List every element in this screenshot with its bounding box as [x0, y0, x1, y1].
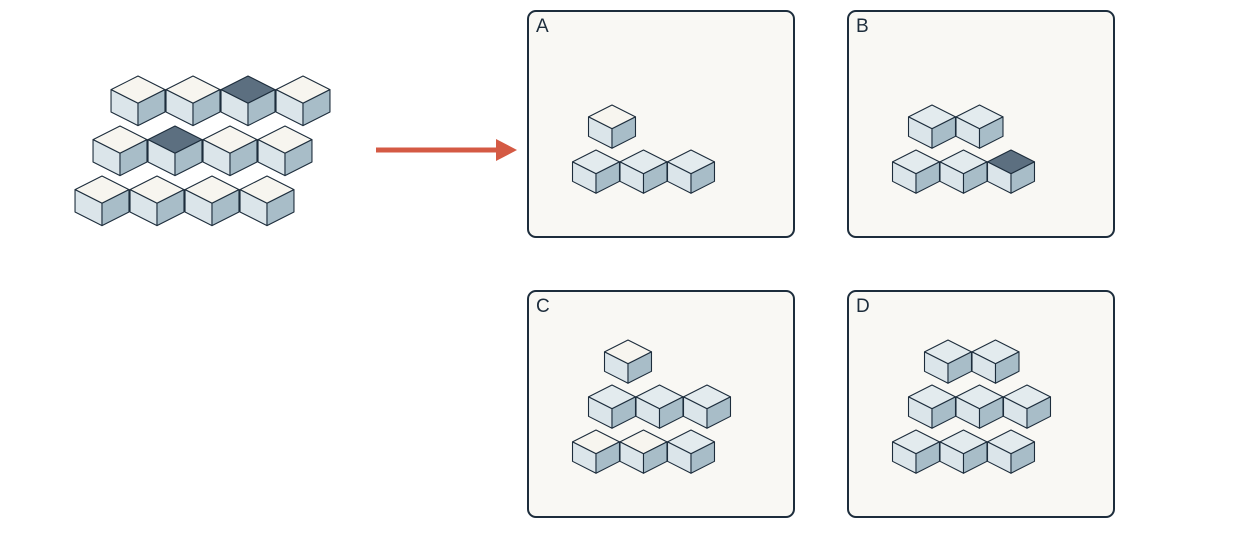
source-cube — [239, 175, 295, 227]
option-cube — [955, 384, 1004, 429]
option-cube — [571, 429, 621, 474]
option-cubes — [891, 104, 1036, 194]
option-cube — [986, 149, 1036, 194]
option-panel-d[interactable]: D — [847, 290, 1115, 518]
source-cube — [92, 125, 148, 177]
option-cube — [666, 149, 716, 194]
option-cube — [986, 429, 1036, 474]
option-cube — [923, 339, 973, 384]
option-cube — [907, 104, 957, 149]
source-cube-arrangement — [74, 75, 331, 227]
option-cubes — [571, 339, 732, 474]
option-cubes — [571, 104, 716, 194]
option-cube — [939, 429, 988, 474]
option-cube — [971, 339, 1020, 384]
source-cube — [110, 75, 166, 127]
option-cube — [682, 384, 732, 429]
option-cube — [891, 429, 941, 474]
option-cube — [635, 384, 684, 429]
source-cube — [129, 175, 185, 227]
source-cube — [147, 125, 203, 177]
option-cube — [955, 104, 1004, 149]
option-label: A — [536, 16, 549, 37]
source-cube — [184, 175, 240, 227]
option-panel-b[interactable]: B — [847, 10, 1115, 238]
source-cube — [257, 125, 313, 177]
source-cube — [74, 175, 130, 227]
option-label: D — [856, 296, 870, 317]
option-cubes — [891, 339, 1052, 474]
option-cube — [907, 384, 957, 429]
source-cube — [165, 75, 221, 127]
option-cube — [939, 149, 988, 194]
option-panel-a[interactable]: A — [527, 10, 795, 238]
transform-arrow-icon — [376, 139, 517, 161]
option-cube — [571, 149, 621, 194]
source-cube — [275, 75, 331, 127]
option-cube — [587, 384, 637, 429]
option-cube — [603, 339, 653, 384]
option-cube — [587, 104, 637, 149]
option-cube — [1002, 384, 1052, 429]
option-label: B — [856, 16, 869, 37]
option-cube — [619, 149, 668, 194]
source-cube — [220, 75, 276, 127]
option-cube — [619, 429, 668, 474]
option-cube — [666, 429, 716, 474]
source-cube — [202, 125, 258, 177]
option-label: C — [536, 296, 550, 317]
option-cube — [891, 149, 941, 194]
option-panel-c[interactable]: C — [527, 290, 795, 518]
